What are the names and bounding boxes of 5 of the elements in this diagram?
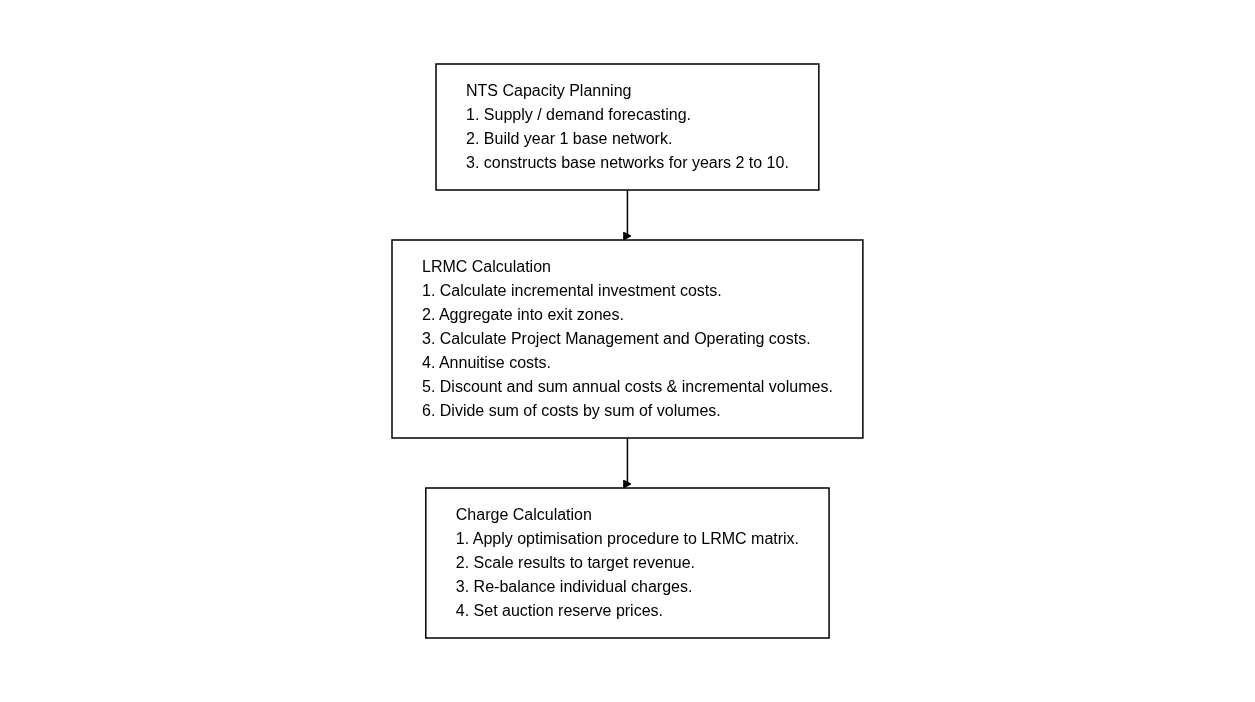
arrow xyxy=(623,437,632,489)
node-box: NTS Capacity Planning 1. Supply / demand forecasting. 2. Build year 1 base network. 3. constructs base networks for years 2 to 10. xyxy=(435,63,820,191)
node-box: Charge Calculation 1. Apply optimisation procedure to LRMC matrix. 2. Scale results to target revenue. 3. Re-balance individual charges. 4. Set auction reserve prices. xyxy=(425,487,830,639)
arrow xyxy=(623,189,632,241)
node-box: LRMC Calculation 1. Calculate incremental investment costs. 2. Aggregate into exit zones. 3. Calculate Project Management and Operating costs. 4. Annuitise costs. 5. Discount and sum annual costs & incremental volumes. 6. Divide sum of costs by sum of volumes. xyxy=(391,239,864,439)
